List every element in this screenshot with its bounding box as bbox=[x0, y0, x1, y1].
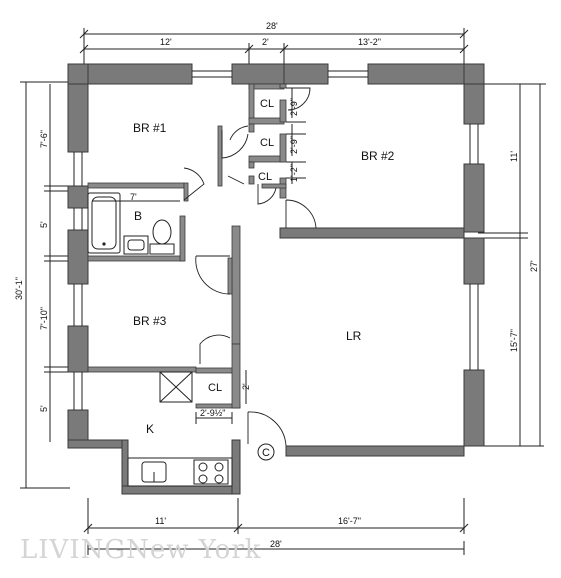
room-label-kitchen: K bbox=[146, 422, 154, 436]
dim-right-lr: 15'-7" bbox=[509, 329, 519, 352]
room-label-bath: B bbox=[134, 209, 142, 223]
dim-right-total: 27' bbox=[529, 260, 539, 272]
dim-cl-br3-width: 2'-9½" bbox=[200, 408, 225, 418]
doors bbox=[183, 87, 317, 447]
dim-cl3-depth: 1'-2" bbox=[289, 164, 299, 182]
room-label-closet-mid: CL bbox=[260, 137, 274, 149]
dim-top-left: 12' bbox=[160, 37, 172, 47]
dim-right-br2: 11' bbox=[509, 151, 519, 162]
dim-cl2-depth: 2'-9" bbox=[289, 136, 299, 154]
compactor-icon bbox=[257, 443, 275, 461]
watermark-logo: LIVINGNew York bbox=[20, 535, 262, 565]
dim-cl1-depth: 2'-9" bbox=[289, 98, 299, 116]
fixtures bbox=[87, 192, 275, 487]
room-label-closet-br3: CL bbox=[208, 382, 222, 394]
room-label-closet-bot: CL bbox=[258, 171, 272, 183]
dim-top-mid: 2' bbox=[262, 37, 269, 47]
dim-left-total: 30'-1" bbox=[14, 277, 24, 300]
dim-bath-width: 7' bbox=[130, 192, 137, 202]
left-dimensions: 30'-1" 7'-6" 5' 7'-10" 5' bbox=[14, 81, 86, 489]
dim-top-right: 13'-2" bbox=[358, 37, 381, 47]
room-label-closet-top: CL bbox=[260, 98, 274, 110]
dim-bottom-left: 11' bbox=[155, 516, 166, 526]
bottom-dimensions: 11' 16'-7" 28' bbox=[83, 498, 469, 555]
top-dimensions: 28' 12' 2' 13'-2" bbox=[79, 21, 469, 64]
dim-bottom-total: 28' bbox=[270, 539, 282, 549]
exterior-walls bbox=[67, 63, 485, 495]
room-label-br1: BR #1 bbox=[133, 121, 167, 135]
dim-cl-br3-depth: 2' bbox=[241, 383, 251, 390]
room-label-br2: BR #2 bbox=[361, 149, 395, 163]
right-dimensions: 11' 27' 15'-7" bbox=[478, 83, 546, 447]
dim-left-bath: 5' bbox=[39, 221, 49, 228]
room-label-compactor: C bbox=[262, 447, 270, 459]
closet-dimensions: 2'-9" 2'-9" 1'-2" 7' 2'-9½" 2' bbox=[92, 88, 299, 424]
interior-walls bbox=[87, 83, 465, 409]
dim-left-kitchen: 5' bbox=[39, 405, 49, 412]
dim-left-br3: 7'-10" bbox=[39, 307, 49, 330]
room-label-br3: BR #3 bbox=[133, 314, 167, 328]
dim-left-br1: 7'-6" bbox=[39, 130, 49, 148]
room-label-lr: LR bbox=[346, 329, 362, 343]
room-labels: BR #1 BR #2 BR #3 B LR K CL CL CL CL C bbox=[133, 98, 395, 459]
dim-top-total: 28' bbox=[266, 21, 278, 31]
dim-bottom-right: 16'-7" bbox=[338, 516, 361, 526]
